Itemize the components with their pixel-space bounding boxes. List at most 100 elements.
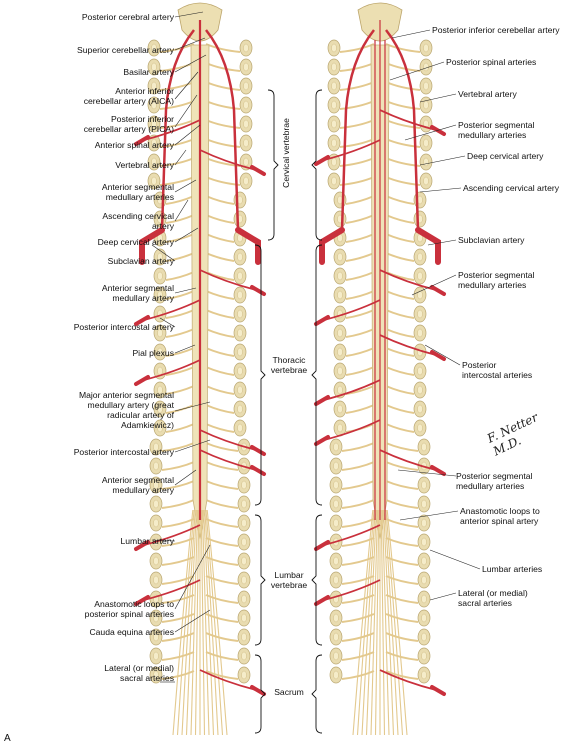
- cauda-strand-left: [200, 509, 206, 736]
- intercostal-stub-left: [134, 540, 150, 551]
- label-anterior-spinal-artery: Anterior spinal artery: [94, 140, 174, 150]
- intercostal-stub-left: [134, 315, 150, 326]
- leader-line-right: [391, 29, 431, 39]
- label-subclavian-artery-right: Subclavian artery: [458, 235, 525, 245]
- vertebra-center-left: [153, 461, 159, 471]
- intercostal-stub-right: [314, 315, 330, 326]
- label-subclavian-artery-left: Subclavian artery: [107, 256, 174, 266]
- nerve-root-right: [345, 347, 375, 357]
- leader-line-right: [419, 155, 466, 166]
- nerve-root-right: [345, 271, 375, 281]
- nerve-root-right: [385, 632, 419, 642]
- cauda-strand-right: [384, 509, 399, 736]
- nerve-root-left: [205, 575, 239, 585]
- label-vertebral-artery-right: Vertebral artery: [458, 89, 517, 99]
- cauda-strand-right: [380, 509, 386, 736]
- vertebra-center-left: [243, 43, 249, 53]
- label-basilar-artery: Basilar artery: [123, 67, 174, 77]
- nerve-root-right: [385, 233, 415, 243]
- nerve-root-right: [345, 252, 375, 262]
- nerve-root-right: [385, 480, 419, 490]
- leader-line-left: [174, 37, 206, 51]
- nerve-root-left: [205, 347, 235, 357]
- nerve-root-right: [385, 366, 415, 376]
- nerve-root-left: [205, 632, 239, 642]
- cauda-strand-left: [181, 509, 196, 736]
- nerve-root-left: [161, 480, 195, 490]
- vertebra-center-right: [421, 556, 427, 566]
- label-anterior-segmental-medullary-artery-2: Anterior segmental medullary artery: [101, 475, 174, 495]
- label-aica: Anterior inferior cerebellar artery (AIC…: [83, 86, 174, 106]
- vertebra-center-left: [157, 271, 163, 281]
- vertebra-center-left: [241, 632, 247, 642]
- vertebra-center-left: [157, 423, 163, 433]
- label-superior-cerebellar-artery: Superior cerebellar artery: [77, 45, 174, 55]
- cauda-strand-left: [204, 509, 219, 736]
- vertebra-center-right: [421, 594, 427, 604]
- vertebra-center-left: [153, 480, 159, 490]
- intercostal-stub-left: [250, 445, 266, 456]
- nerve-root-right: [385, 43, 421, 53]
- vertebra-center-left: [153, 613, 159, 623]
- nerve-root-right: [341, 670, 375, 680]
- nerve-root-left: [205, 62, 241, 72]
- nerve-root-left: [205, 385, 235, 395]
- leader-line-left: [174, 54, 207, 73]
- vertebra-center-left: [237, 347, 243, 357]
- nerve-root-left: [161, 670, 195, 680]
- nerve-root-left: [205, 404, 235, 414]
- label-deep-cervical-artery-left: Deep cervical artery: [97, 237, 174, 247]
- vertebra-center-left: [241, 499, 247, 509]
- nerve-root-right: [385, 347, 415, 357]
- nerve-root-right: [341, 480, 375, 490]
- vertebra-center-right: [417, 328, 423, 338]
- vertebra-center-right: [337, 290, 343, 300]
- vertebra-center-left: [157, 290, 163, 300]
- vertebra-center-left: [151, 138, 157, 148]
- leader-line-left: [151, 244, 176, 262]
- nerve-root-right: [385, 385, 415, 395]
- nerve-root-right: [341, 518, 375, 528]
- label-lumbar-arteries: Lumbar arteries: [482, 564, 543, 574]
- cauda-strand-left: [176, 509, 195, 736]
- nerve-root-right: [385, 461, 419, 471]
- cauda-strand-right: [365, 509, 377, 736]
- vertebra-center-left: [243, 157, 249, 167]
- leader-line-right: [399, 510, 459, 521]
- leader-line-right: [429, 592, 457, 601]
- vertebra-center-right: [337, 423, 343, 433]
- nerve-root-right: [345, 309, 375, 319]
- vertebra-center-right: [333, 480, 339, 490]
- vertebra-center-right: [417, 366, 423, 376]
- vertebra-center-left: [157, 252, 163, 262]
- cauda-strand-left: [172, 509, 194, 736]
- segmental-artery-left: [199, 429, 257, 451]
- nerve-root-right: [385, 518, 419, 528]
- vertebra-center-right: [331, 43, 337, 53]
- vertebra-center-right: [421, 499, 427, 509]
- vertebra-center-right: [423, 81, 429, 91]
- label-ascending-cervical-artery-right: Ascending cervical artery: [463, 183, 560, 193]
- intercostal-stub-left: [250, 285, 266, 296]
- leader-line-left: [174, 227, 199, 243]
- vertebra-center-right: [417, 385, 423, 395]
- nerve-root-right: [385, 290, 415, 300]
- vertebra-center-right: [337, 252, 343, 262]
- nerve-root-left: [205, 518, 239, 528]
- nerve-root-left: [205, 461, 239, 471]
- vertebra-center-left: [237, 290, 243, 300]
- nerve-root-left: [205, 43, 241, 53]
- nerve-root-right: [341, 499, 375, 509]
- cauda-strand-left: [201, 509, 210, 736]
- nerve-root-right: [385, 575, 419, 585]
- nerve-root-right: [341, 594, 375, 604]
- cauda-strand-left: [203, 509, 215, 736]
- region-lumbar-vertebrae: Lumbar vertebrae: [270, 570, 308, 590]
- segmental-artery-right: [323, 379, 381, 401]
- nerve-root-left: [205, 442, 239, 452]
- vertebra-center-right: [333, 632, 339, 642]
- vertebra-center-left: [243, 62, 249, 72]
- nerve-root-right: [345, 290, 375, 300]
- vertebra-center-right: [333, 651, 339, 661]
- label-anastomotic-loops-anterior: Anastomotic loops to anterior spinal art…: [460, 506, 540, 526]
